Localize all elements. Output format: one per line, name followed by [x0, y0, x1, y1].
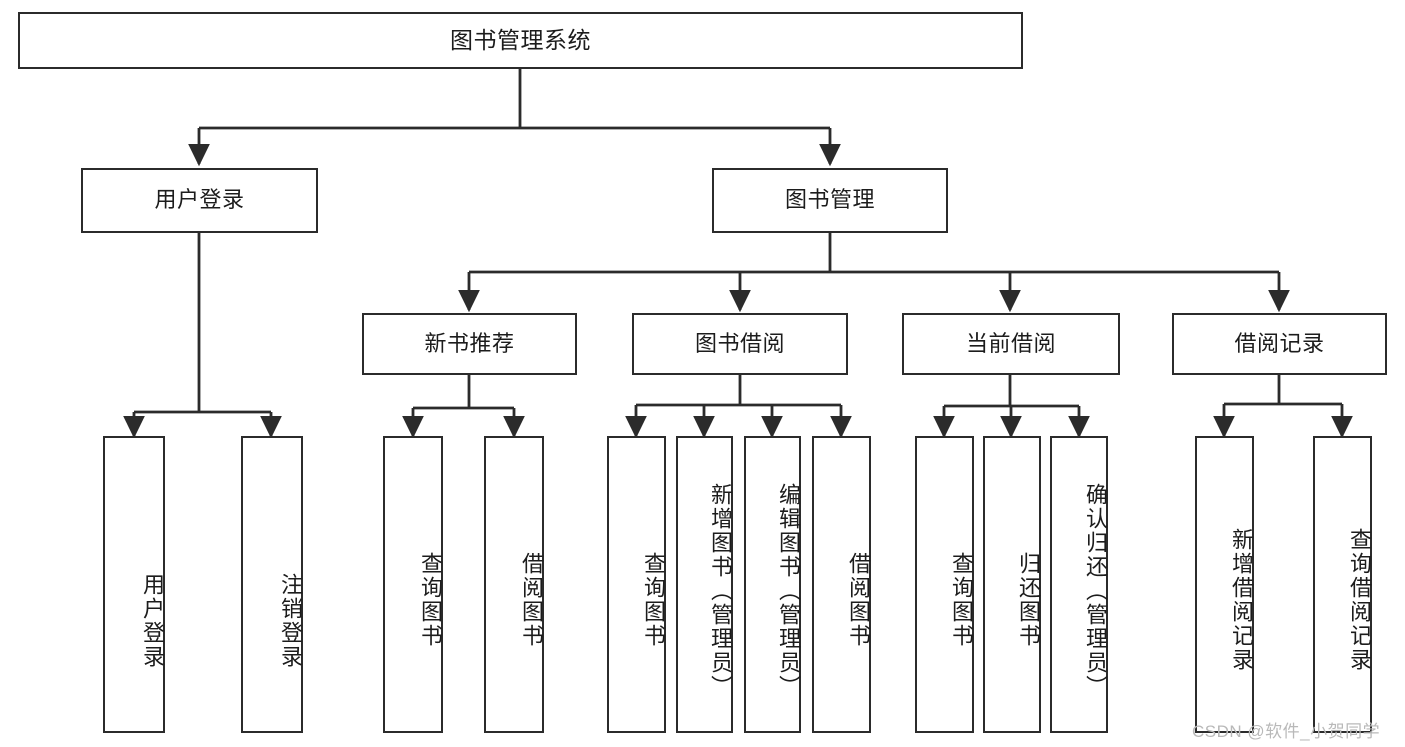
leaf-confirm-return-admin[interactable]: 确认归还（管理员）	[1050, 436, 1108, 733]
node-user-login[interactable]: 用户登录	[81, 168, 318, 233]
node-book-management[interactable]: 图书管理	[712, 168, 948, 233]
leaf-edit-book-admin[interactable]: 编辑图书（管理员）	[744, 436, 801, 733]
node-borrow-record[interactable]: 借阅记录	[1172, 313, 1387, 375]
leaf-add-borrow-record[interactable]: 新增借阅记录	[1195, 436, 1254, 733]
leaf-return-book[interactable]: 归还图书	[983, 436, 1041, 733]
node-current-borrow[interactable]: 当前借阅	[902, 313, 1120, 375]
node-book-borrow[interactable]: 图书借阅	[632, 313, 848, 375]
leaf-logout-login[interactable]: 注销登录	[241, 436, 303, 733]
leaf-query-borrow-record[interactable]: 查询借阅记录	[1313, 436, 1372, 733]
node-new-book-recommend[interactable]: 新书推荐	[362, 313, 577, 375]
leaf-user-login[interactable]: 用户登录	[103, 436, 165, 733]
leaf-borrow-book-2[interactable]: 借阅图书	[812, 436, 871, 733]
leaf-query-book-3[interactable]: 查询图书	[915, 436, 974, 733]
leaf-borrow-book-1[interactable]: 借阅图书	[484, 436, 544, 733]
node-root[interactable]: 图书管理系统	[18, 12, 1023, 69]
leaf-query-book-2[interactable]: 查询图书	[607, 436, 666, 733]
leaf-query-book-1[interactable]: 查询图书	[383, 436, 443, 733]
csdn-watermark: CSDN @软件_小贺同学	[1192, 722, 1381, 741]
leaf-add-book-admin[interactable]: 新增图书（管理员）	[676, 436, 733, 733]
